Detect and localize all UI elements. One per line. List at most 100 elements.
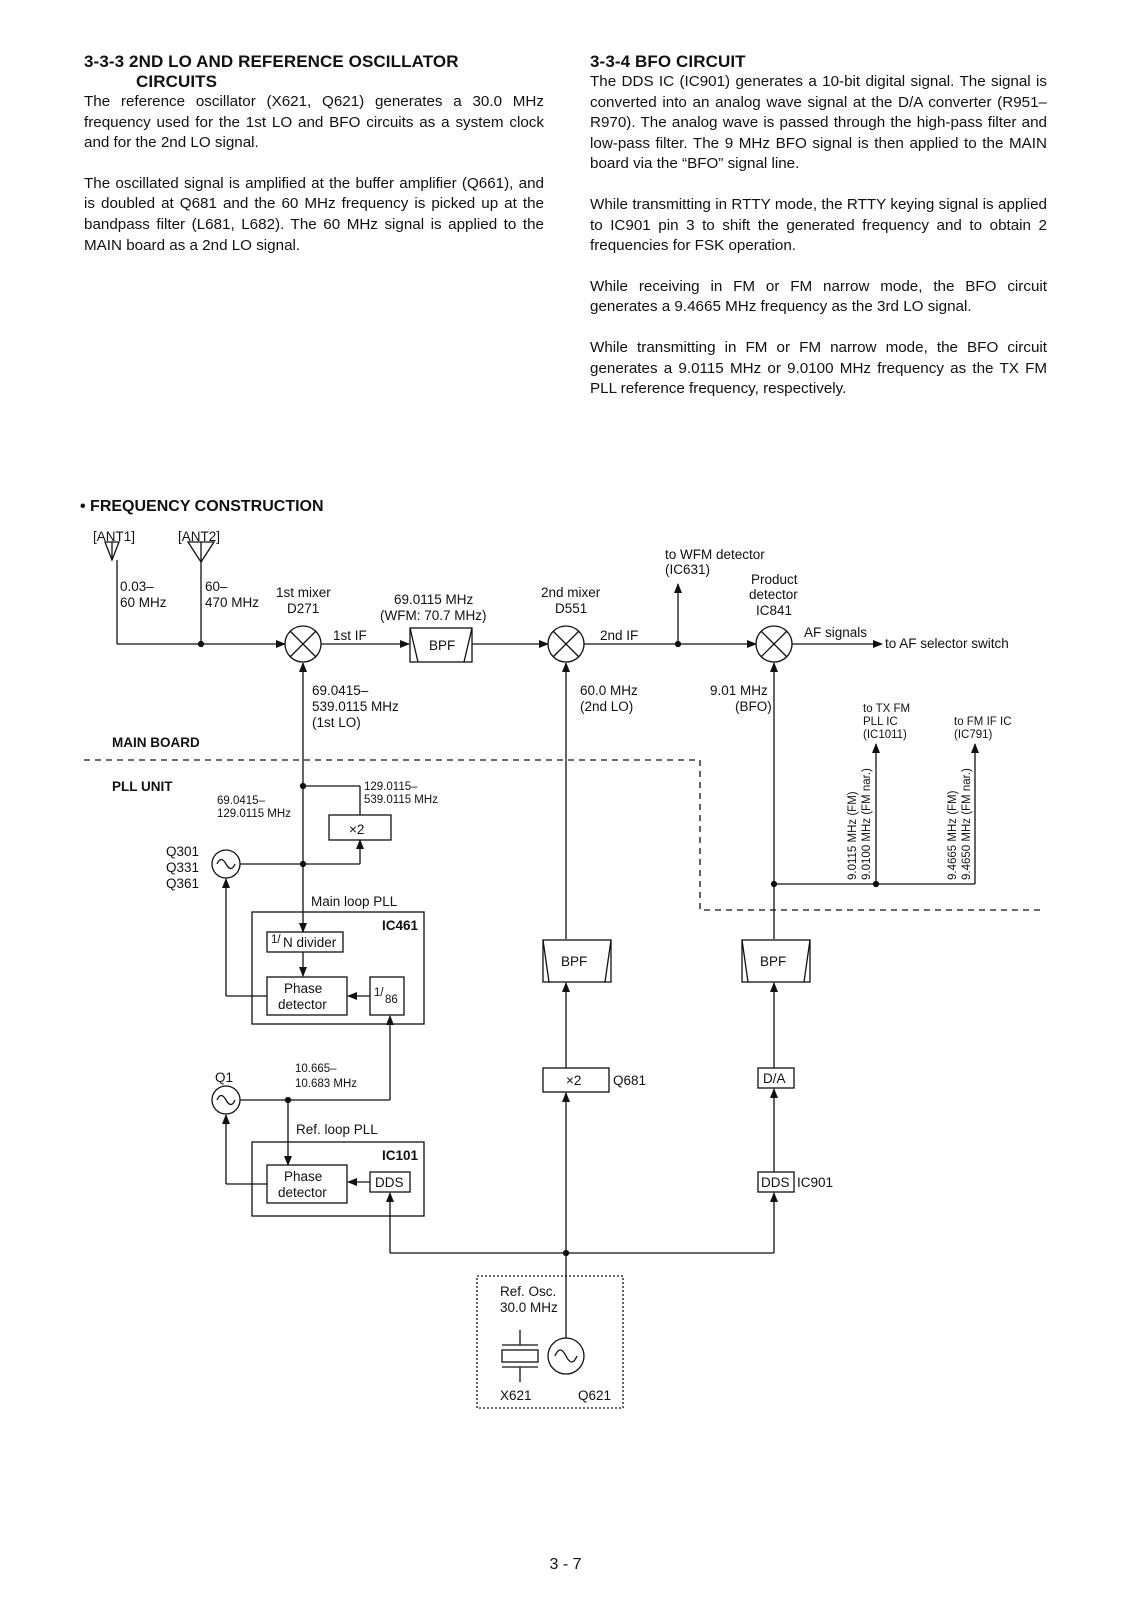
bfo-freq: 9.01 MHz (710, 683, 768, 698)
ant1-range-1: 0.03– (120, 579, 154, 594)
frequency-construction-title: • FREQUENCY CONSTRUCTION (80, 498, 324, 515)
section-3-3-3: 3-3-3 2ND LO AND REFERENCE OSCILLATOR CI… (84, 52, 544, 276)
if2-label: 2nd IF (600, 628, 638, 643)
product-detector-label1: Product (751, 572, 798, 587)
vco-range-high-2: 539.0115 MHz (364, 794, 438, 806)
main-loop-label: Main loop PLL (311, 894, 398, 909)
section-3-3-4-para1: The DDS IC (IC901) generates a 10-bit di… (590, 73, 1047, 173)
section-3-3-4-para2: While transmitting in RTTY mode, the RTT… (590, 195, 1047, 255)
product-detector-label2: detector (749, 587, 798, 602)
bpf1 (409, 627, 473, 663)
ant1-label: [ANT1] (93, 529, 135, 544)
section-3-3-4-para4: While transmitting in FM or FM narrow mo… (590, 338, 1047, 398)
af-selector-label: to AF selector switch (885, 636, 1009, 651)
wfm-detector-label: to WFM detector (665, 547, 765, 562)
mixer1-label: 1st mixer (276, 585, 331, 600)
txfm-freq-fmnar: 9.0100 MHz (FM nar.) (861, 768, 873, 880)
ic101-box (251, 1141, 425, 1217)
ref-osc-label: Ref. Osc. (500, 1284, 556, 1299)
mixer1-ref: D271 (287, 601, 319, 616)
ref-osc-box (476, 1275, 624, 1409)
txfm-ref: (IC1011) (863, 729, 907, 741)
txfm-freq-fm: 9.0115 MHz (FM) (847, 791, 859, 880)
q621-oscillator-icon (547, 1337, 585, 1375)
if1-label: 1st IF (333, 628, 367, 643)
ref-range-1: 10.665– (295, 1063, 337, 1075)
ic461-box (251, 911, 425, 1025)
n-divider-prefix: 1/ (271, 934, 281, 946)
fmif-ref: (IC791) (954, 729, 993, 741)
ic461-label: IC461 (382, 918, 419, 933)
dds-ic901-label: DDS (761, 1175, 790, 1190)
if1-freq: 69.0115 MHz (394, 592, 474, 607)
fmif-freq-fmnar: 9.4650 MHz (FM nar.) (961, 768, 973, 880)
bfo-label: (BFO) (735, 699, 772, 714)
vco-name-q331: Q331 (166, 860, 199, 875)
div86-label: 86 (385, 994, 398, 1006)
mixer1-icon (284, 625, 322, 663)
ant2-range-2: 470 MHz (205, 595, 259, 610)
vco-range-low-1: 69.0415– (217, 795, 266, 807)
section-3-3-4: 3-3-4 BFO CIRCUIT The DDS IC (IC901) gen… (590, 52, 1047, 420)
phase-detector-ref-label1: Phase (284, 1169, 322, 1184)
ref-loop-label: Ref. loop PLL (296, 1122, 378, 1137)
main-board-label: MAIN BOARD (112, 735, 200, 750)
ic101-label: IC101 (382, 1148, 419, 1163)
q1-label: Q1 (215, 1070, 233, 1085)
lo2-freq: 60.0 MHz (580, 683, 638, 698)
mixer2-label: 2nd mixer (541, 585, 601, 600)
q681-label: Q681 (613, 1073, 646, 1088)
ref-osc-freq: 30.0 MHz (500, 1300, 558, 1315)
dds-ic101-label: DDS (375, 1175, 404, 1190)
ant2-label: [ANT2] (178, 529, 220, 544)
phase-detector-main-label1: Phase (284, 981, 322, 996)
vco-doubler (328, 814, 392, 841)
mixer2-icon (547, 625, 585, 663)
txfm-label1: to TX FM (863, 703, 910, 715)
bpf2 (542, 939, 612, 983)
section-3-3-3-para1: The reference oscillator (X621, Q621) ge… (84, 93, 544, 152)
ref-range-2: 10.683 MHz (295, 1078, 357, 1090)
product-detector-ref: IC841 (756, 603, 792, 618)
div86-prefix: 1/ (374, 987, 384, 999)
antenna1-icon (104, 541, 120, 644)
main-board-boundary (84, 759, 1040, 911)
lo1-range-2: 539.0115 MHz (312, 699, 399, 714)
section-3-3-3-para2: The oscillated signal is amplified at th… (84, 174, 544, 254)
section-3-3-4-title: 3-3-4 BFO CIRCUIT (590, 52, 746, 71)
lo1-label: (1st LO) (312, 715, 361, 730)
mixer2-ref: D551 (555, 601, 587, 616)
bpf1-label: BPF (429, 638, 455, 653)
vco-doubler-label: ×2 (349, 822, 364, 837)
bpf2-label: BPF (561, 954, 587, 969)
ic901-label: IC901 (797, 1175, 833, 1190)
vco-range-high-1: 129.0115– (364, 781, 418, 793)
ant1-range-2: 60 MHz (120, 595, 167, 610)
phase-detector-ref-label2: detector (278, 1185, 327, 1200)
txfm-label2: PLL IC (863, 716, 898, 728)
n-divider-box (266, 931, 344, 953)
product-detector-icon (755, 625, 793, 663)
vco-name-q301: Q301 (166, 844, 199, 859)
vco-name-q361: Q361 (166, 876, 199, 891)
section-3-3-3-title: 3-3-3 2ND LO AND REFERENCE OSCILLATOR CI… (84, 52, 459, 91)
page-number: 3 - 7 (549, 1556, 582, 1573)
pll-unit-label: PLL UNIT (112, 779, 173, 794)
wfm-detector-ref: (IC631) (665, 562, 710, 577)
section-3-3-4-para3: While receiving in FM or FM narrow mode,… (590, 277, 1047, 316)
x621-label: X621 (500, 1388, 532, 1403)
doubler-q681-label: ×2 (566, 1073, 581, 1088)
lo1-range-1: 69.0415– (312, 683, 369, 698)
if1-wfm: (WFM: 70.7 MHz) (380, 608, 487, 623)
af-signals-label: AF signals (804, 625, 867, 640)
da-label: D/A (763, 1071, 786, 1086)
crystal-x621-icon (501, 1330, 539, 1382)
fmif-freq-fm: 9.4665 MHz (FM) (947, 790, 959, 880)
antenna2-icon (186, 541, 216, 644)
bpf3-label: BPF (760, 954, 786, 969)
fmif-label: to FM IF IC (954, 716, 1012, 728)
phase-detector-main-label2: detector (278, 997, 327, 1012)
lo2-label: (2nd LO) (580, 699, 633, 714)
n-divider-label: N divider (283, 935, 337, 950)
ant2-range-1: 60– (205, 579, 228, 594)
